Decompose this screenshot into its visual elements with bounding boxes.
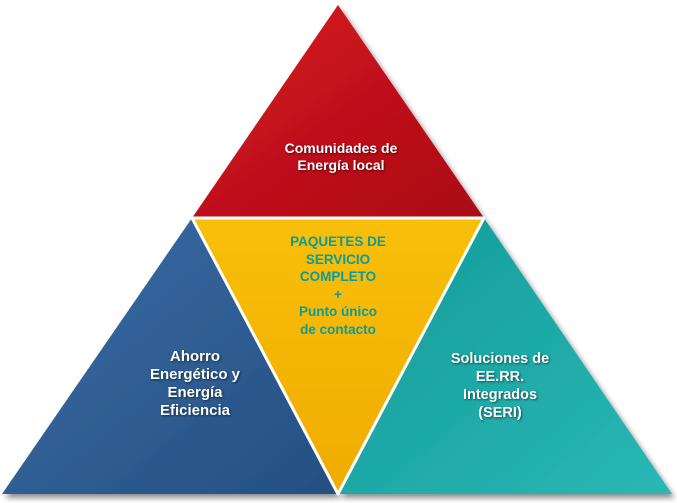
left-segment-label: Ahorro Energético y Energía Eficiencia (110, 348, 280, 420)
top-segment-label: Comunidades de Energía local (246, 140, 436, 174)
center-label-line: Punto único (299, 304, 377, 320)
center-segment-label: PAQUETES DE SERVICIO COMPLETO + Punto ún… (258, 233, 418, 338)
center-label-line: COMPLETO (299, 269, 377, 285)
center-label-line: PAQUETES DE (290, 234, 386, 249)
center-label-line: de contacto (300, 321, 376, 337)
left-label-line: Eficiencia (159, 402, 231, 419)
pyramid-center-segment (190, 216, 486, 496)
top-label-line: Comunidades de (284, 140, 398, 156)
left-label-line: Energético y (149, 366, 241, 383)
right-label-line: Soluciones de (450, 351, 550, 367)
right-label-line: Integrados (462, 387, 538, 404)
left-label-line: Ahorro (170, 348, 220, 365)
left-label-line: Energía (167, 384, 223, 401)
right-segment-label: Soluciones de EE.RR. Integrados (SERI) (400, 350, 600, 423)
center-label-line: SERVICIO (305, 251, 371, 267)
center-label-line: + (334, 286, 342, 302)
right-label-line: EE.RR. (475, 369, 525, 386)
right-label-line: (SERI) (478, 405, 522, 422)
pyramid-right-segment (338, 218, 672, 494)
pyramid-top-segment (192, 5, 484, 218)
top-label-line: Energía local (297, 157, 385, 174)
pyramid-left-segment (2, 218, 338, 494)
